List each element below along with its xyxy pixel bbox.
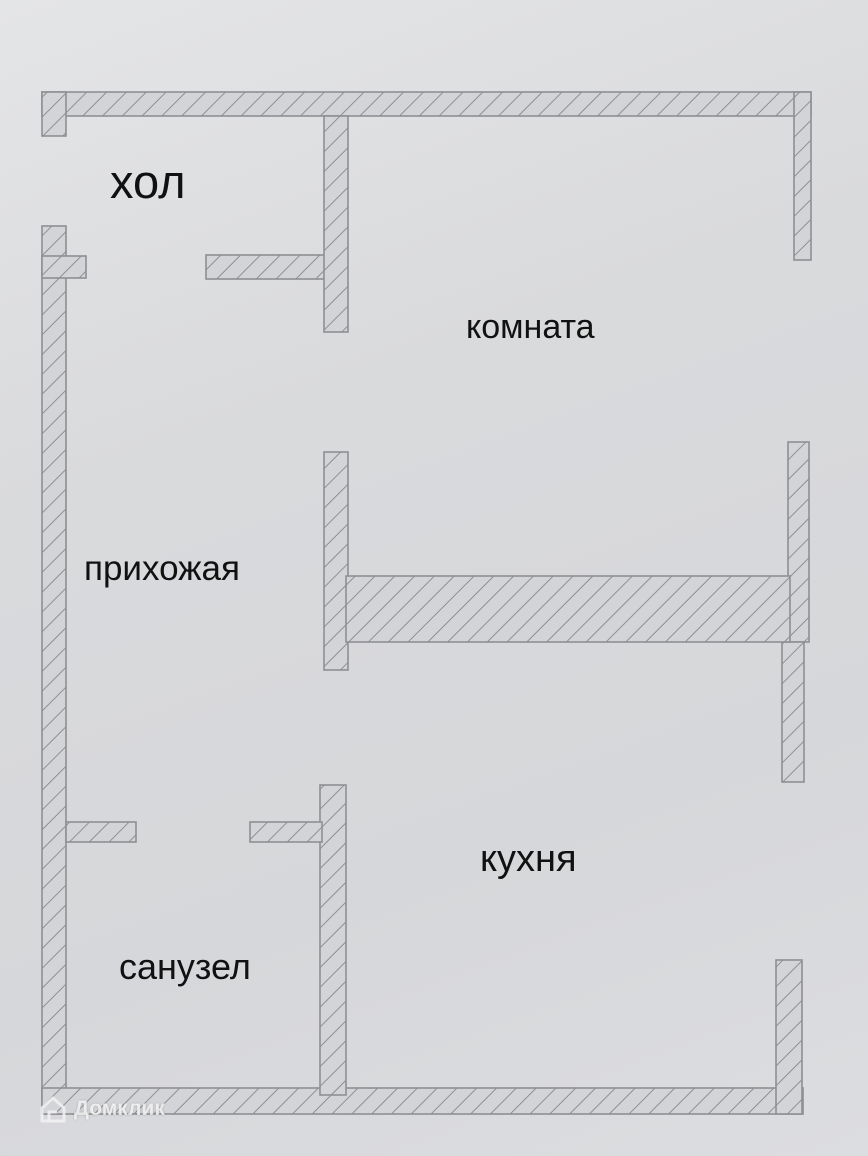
wall-right-lower — [775, 959, 803, 1115]
wall-top — [41, 91, 812, 117]
house-logo-icon — [40, 1096, 66, 1123]
wall-hall-partition — [205, 254, 327, 280]
wall-left-upper — [41, 91, 67, 137]
watermark-text: Домклик — [74, 1097, 165, 1120]
room-label-bathroom: санузел — [119, 946, 251, 987]
wall-center-low — [319, 784, 347, 1096]
wall-center-top — [323, 115, 349, 333]
wall-left-main — [41, 225, 67, 1115]
wall-bath-left-stub — [65, 821, 137, 843]
wall-room-kitchen — [345, 575, 791, 643]
wall-right-kitchen — [781, 641, 805, 783]
watermark: Домклик — [38, 1094, 165, 1124]
wall-left-notch — [41, 255, 87, 279]
room-label-hallway: прихожая — [84, 549, 240, 588]
room-label-room: комната — [466, 308, 595, 346]
wall-right-mid — [787, 441, 810, 643]
room-label-hall: хол — [110, 155, 186, 208]
wall-bottom — [41, 1087, 804, 1115]
wall-center-mid — [323, 451, 349, 671]
wall-bath-right-stub — [249, 821, 323, 843]
walls — [41, 91, 812, 1115]
wall-right-top — [793, 91, 812, 261]
room-label-kitchen: кухня — [480, 838, 577, 880]
